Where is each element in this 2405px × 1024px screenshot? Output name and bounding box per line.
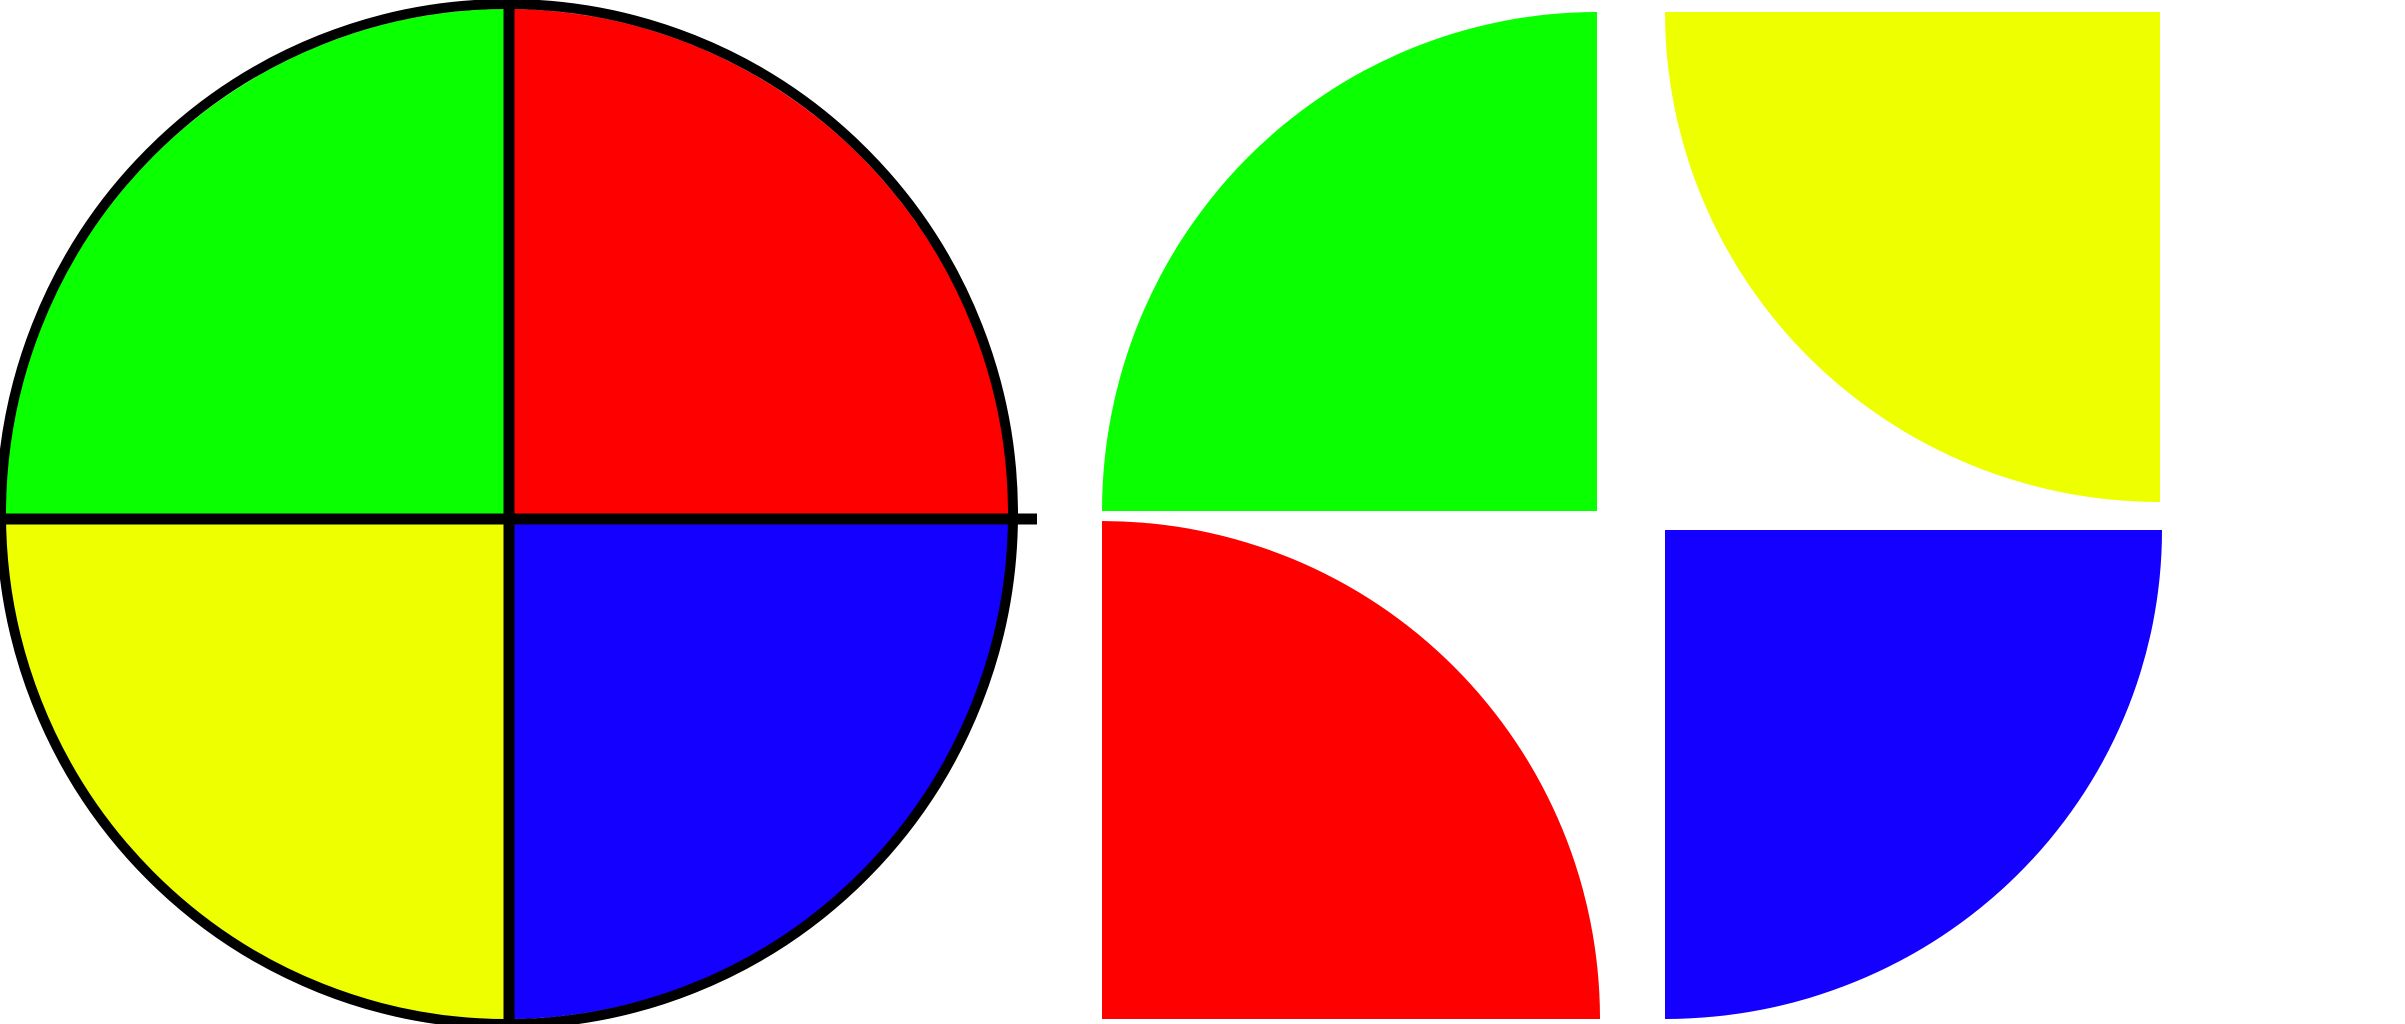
circle-quadrant-bottom-right (507, 519, 1010, 1019)
circle-quadrant-top-left (4, 9, 507, 519)
separated-piece-top-left (1102, 12, 1597, 511)
separated-pieces (1102, 12, 2162, 1019)
separated-piece-bottom-right (1665, 530, 2162, 1019)
circle-quadrant-bottom-left (4, 519, 507, 1019)
separated-piece-bottom-left (1102, 521, 1600, 1019)
assembled-circle (0, 0, 1037, 1024)
separated-piece-top-right (1665, 12, 2160, 502)
circle-quadrant-top-right (507, 9, 1010, 519)
